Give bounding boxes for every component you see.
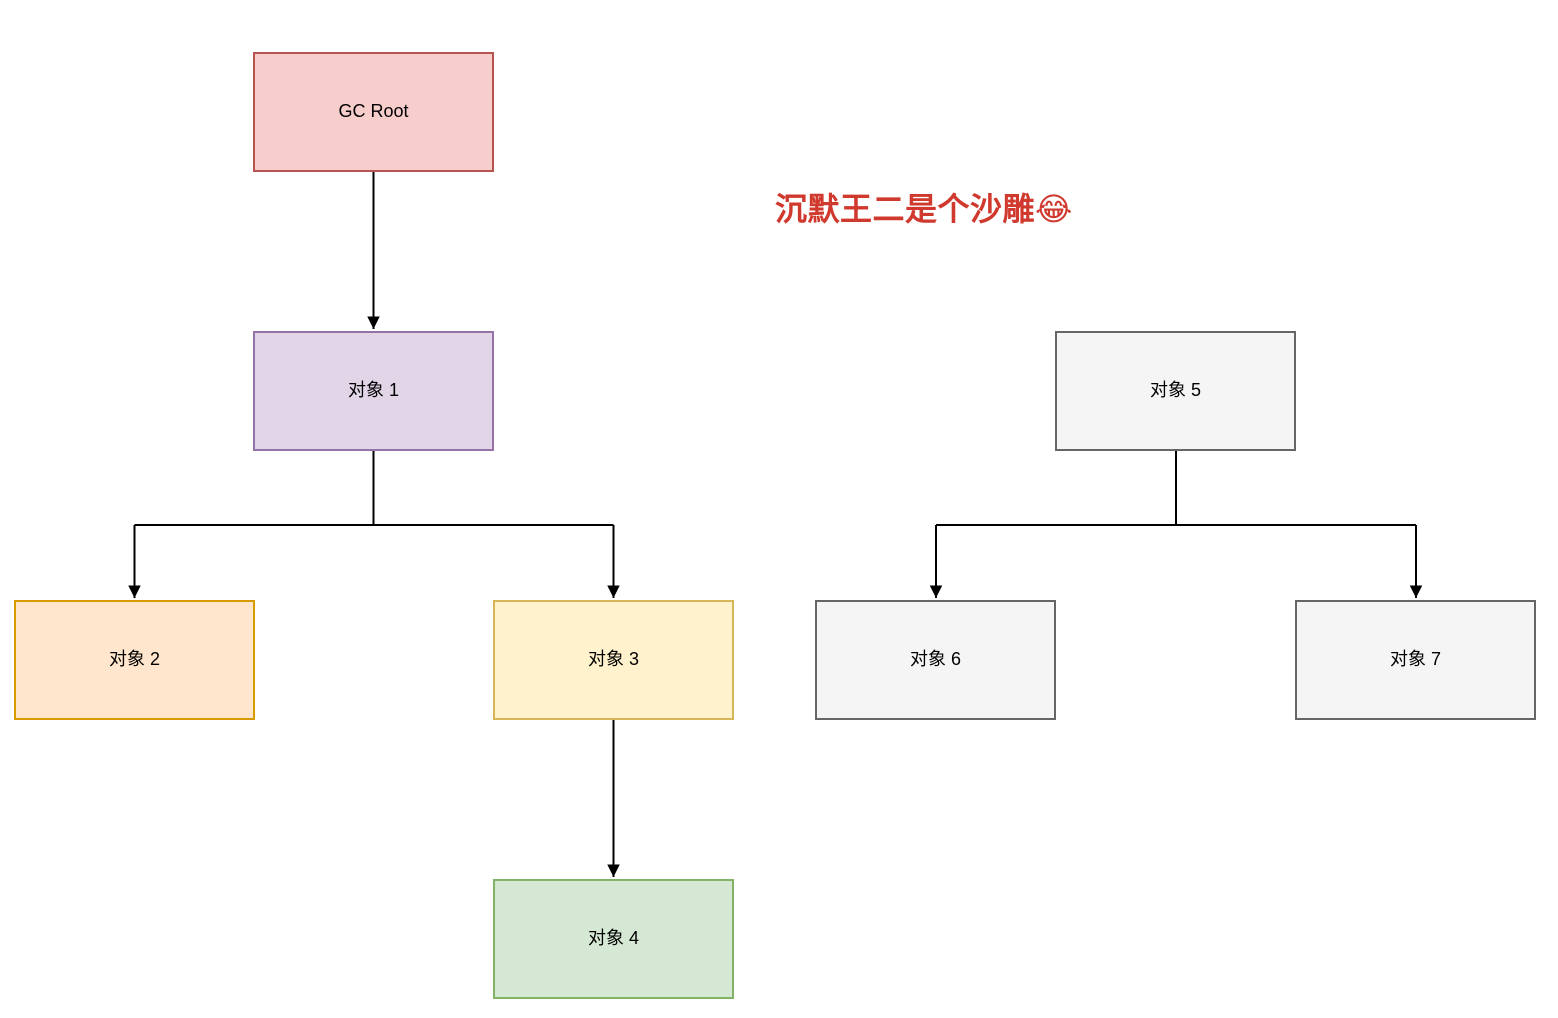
node-obj1: 对象 1	[253, 331, 494, 451]
node-obj5: 对象 5	[1055, 331, 1296, 451]
node-label: 对象 6	[909, 649, 961, 670]
edge-obj5-branch-junction	[936, 451, 1416, 526]
node-label: 对象 4	[587, 928, 639, 949]
node-obj2: 对象 2	[14, 600, 255, 720]
node-label: 对象 2	[108, 649, 160, 670]
node-obj7: 对象 7	[1295, 600, 1536, 720]
node-label: 对象 7	[1389, 649, 1441, 670]
node-label: 对象 3	[587, 649, 639, 670]
node-label: GC Root	[338, 101, 409, 122]
node-obj3: 对象 3	[493, 600, 734, 720]
node-gc-root: GC Root	[253, 52, 494, 172]
annotation-text: 沉默王二是个沙雕😂	[775, 191, 1073, 227]
node-label: 对象 5	[1149, 380, 1201, 401]
node-obj4: 对象 4	[493, 879, 734, 999]
edge-obj1-branch-junction	[134, 451, 614, 526]
node-label: 对象 1	[347, 380, 399, 401]
node-obj6: 对象 6	[815, 600, 1056, 720]
